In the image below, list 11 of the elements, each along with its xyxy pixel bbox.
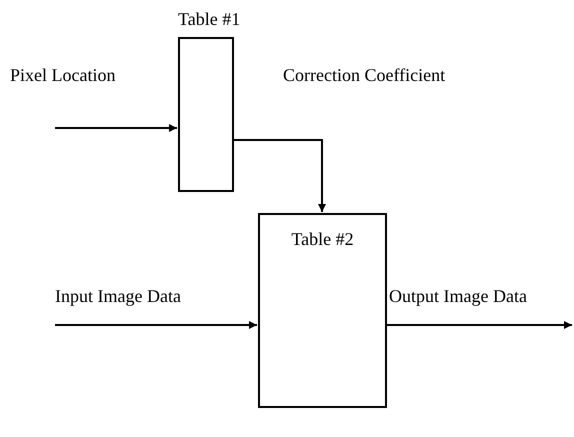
arrow bbox=[387, 321, 572, 329]
edge-label: Pixel Location bbox=[10, 65, 116, 86]
table-box bbox=[258, 213, 387, 408]
edge-label: Output Image Data bbox=[389, 286, 527, 307]
arrow bbox=[55, 124, 177, 132]
edge-label: Input Image Data bbox=[55, 286, 181, 307]
table-title: Table #2 bbox=[290, 229, 355, 250]
arrow bbox=[234, 139, 326, 212]
arrow bbox=[55, 321, 257, 329]
table-title: Table #1 bbox=[178, 9, 240, 30]
edge-label: Correction Coefficient bbox=[283, 65, 446, 86]
